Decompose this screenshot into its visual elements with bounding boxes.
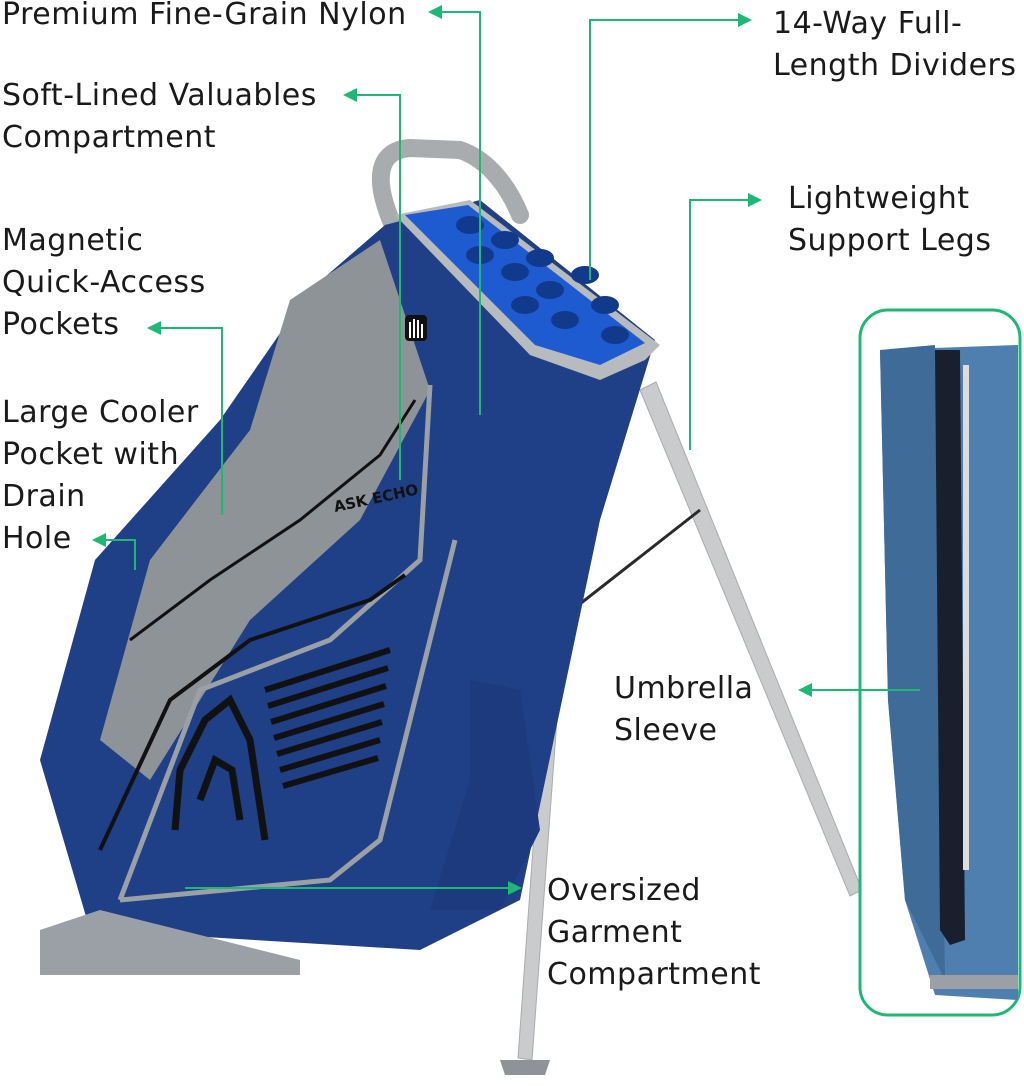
callout-leaders <box>104 11 920 889</box>
callout-magnetic: Magnetic Quick-Access Pockets <box>2 223 206 342</box>
callout-nylon: Premium Fine-Grain Nylon <box>2 0 407 32</box>
umbrella-icon <box>935 350 965 945</box>
bag-body <box>40 200 655 975</box>
callout-valuables: Soft-Lined Valuables Compartment <box>2 78 317 155</box>
callout-legs: Lightweight Support Legs <box>788 181 992 258</box>
glove-icon <box>405 315 427 341</box>
arrow-icon <box>92 5 812 895</box>
callout-garment: Oversized Garment Compartment <box>547 873 762 992</box>
umbrella-inset <box>858 308 1022 1017</box>
bag-top-dividers <box>395 200 660 380</box>
callout-umbrella: Umbrella Sleeve <box>614 671 754 748</box>
callout-dividers: 14-Way Full- Length Dividers <box>773 6 1017 83</box>
callout-cooler: Large Cooler Pocket with Drain Hole <box>2 395 199 556</box>
carry-handle <box>371 138 529 239</box>
